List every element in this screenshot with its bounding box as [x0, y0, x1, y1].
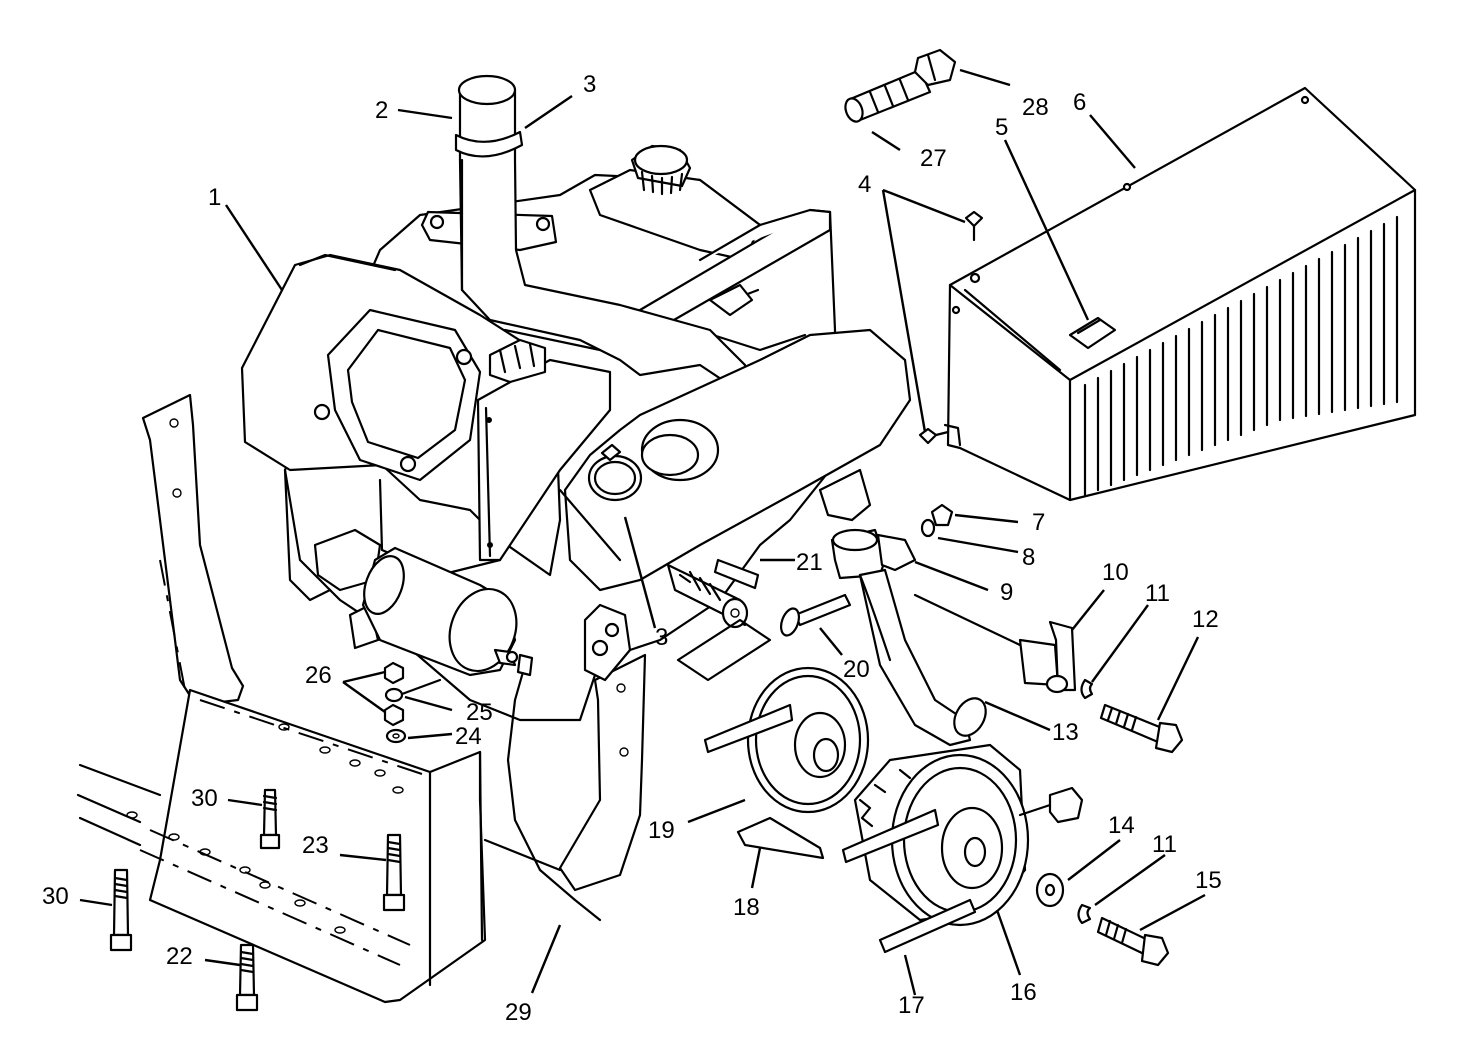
- callout-11-lower: 11: [1152, 831, 1177, 858]
- callout-20: 20: [843, 656, 870, 683]
- callout-10: 10: [1102, 559, 1129, 586]
- callout-16: 16: [1010, 979, 1037, 1006]
- vent-slots: [1083, 215, 1399, 497]
- ground-fasteners: [383, 661, 442, 744]
- intake-cover: [943, 86, 1417, 502]
- mounting-frame: [76, 393, 647, 1004]
- callout-18: 18: [733, 894, 760, 921]
- clutch-fasteners: [1035, 872, 1170, 967]
- callout-28: 28: [1022, 94, 1049, 121]
- callout-2: 2: [375, 97, 388, 124]
- tail-pipe-assembly: [779, 503, 1184, 754]
- callout-25: 25: [466, 699, 493, 726]
- callout-6: 6: [1073, 89, 1086, 116]
- callout-3-lower: 3: [655, 624, 668, 651]
- callout-12: 12: [1192, 606, 1219, 633]
- callout-1: 1: [208, 184, 221, 211]
- fuel-hose: [844, 48, 957, 123]
- callout-15: 15: [1195, 867, 1222, 894]
- callout-29: 29: [505, 999, 532, 1026]
- electric-clutch: [841, 743, 1084, 954]
- callout-23: 23: [302, 832, 329, 859]
- cover-screws: [918, 210, 984, 445]
- callout-21: 21: [796, 549, 823, 576]
- frame-bolts: [109, 788, 406, 1012]
- callout-13: 13: [1052, 719, 1079, 746]
- callout-22: 22: [166, 943, 193, 970]
- callout-9: 9: [1000, 579, 1013, 606]
- muffler: [558, 328, 912, 592]
- callout-14: 14: [1108, 812, 1135, 839]
- callout-30-lower: 30: [42, 883, 69, 910]
- clutch-cable: [506, 653, 602, 922]
- callout-30-upper: 30: [191, 785, 218, 812]
- callout-3-top: 3: [583, 71, 596, 98]
- leader-lines: [79, 68, 1206, 996]
- callout-19: 19: [648, 817, 675, 844]
- callout-4: 4: [858, 171, 871, 198]
- callout-5: 5: [995, 114, 1008, 141]
- callout-labels: 1 2 3 3 4 5 6 7 8 9 10 11 12 13 14 11 15…: [42, 71, 1222, 1026]
- callout-7: 7: [1032, 509, 1045, 536]
- callout-27: 27: [920, 145, 947, 172]
- drive-shaft: [666, 558, 772, 682]
- engine-pulley: [703, 666, 870, 860]
- callout-24: 24: [455, 723, 482, 750]
- callout-11-upper: 11: [1145, 580, 1170, 607]
- starter-motor: [361, 546, 519, 677]
- callout-17: 17: [898, 992, 925, 1019]
- callout-26: 26: [305, 662, 332, 689]
- callout-8: 8: [1022, 544, 1035, 571]
